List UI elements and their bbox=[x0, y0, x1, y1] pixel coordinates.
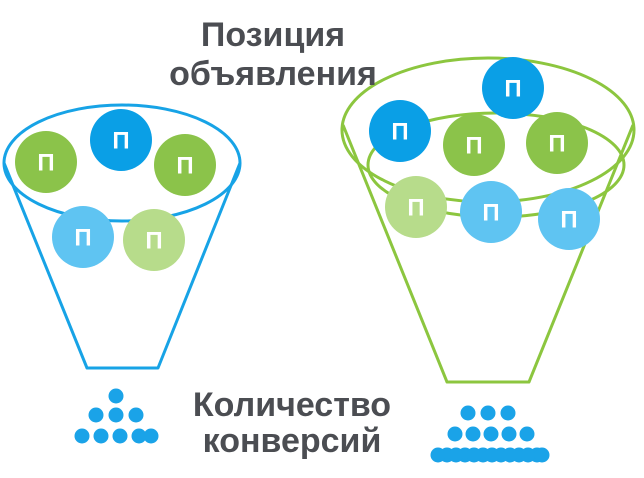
right-funnel-ad-ball: П bbox=[460, 181, 522, 243]
conversion-dots bbox=[74, 388, 550, 463]
ad-ball-letter: П bbox=[74, 225, 91, 252]
right-conversion-dot bbox=[447, 426, 463, 442]
ad-ball-circle bbox=[52, 206, 114, 268]
left-conversion-dot bbox=[88, 407, 104, 423]
ad-ball-circle bbox=[154, 134, 216, 196]
ad-ball-letter: П bbox=[482, 200, 499, 227]
right-conversion-dot bbox=[430, 447, 446, 463]
left-conversion-dot bbox=[112, 428, 128, 444]
left-funnel-ad-ball: П bbox=[123, 209, 185, 271]
right-conversion-dot bbox=[480, 405, 496, 421]
ad-ball-letter: П bbox=[176, 153, 193, 180]
ad-ball-circle bbox=[526, 112, 588, 174]
left-conversion-dot bbox=[108, 407, 124, 423]
left-conversion-dot bbox=[108, 388, 124, 404]
right-conversion-dot bbox=[534, 447, 550, 463]
right-conversion-dot bbox=[448, 447, 464, 463]
right-conversion-dot bbox=[502, 447, 518, 463]
ad-ball-letter: П bbox=[548, 131, 565, 158]
position-label-line1: Позиция bbox=[201, 16, 345, 54]
ad-ball-circle bbox=[460, 181, 522, 243]
right-funnel-ad-ball: П bbox=[443, 114, 505, 176]
ad-ball-letter: П bbox=[407, 195, 424, 222]
right-funnel-ad-ball: П bbox=[482, 57, 544, 119]
ad-ball-letter: П bbox=[465, 133, 482, 160]
left-funnel-rim bbox=[2, 103, 242, 223]
ad-ball-circle bbox=[90, 109, 152, 171]
left-conversion-dot bbox=[143, 428, 159, 444]
ad-ball-circle bbox=[123, 209, 185, 271]
ad-ball-circle bbox=[482, 57, 544, 119]
ad-ball-letter: П bbox=[112, 128, 129, 155]
right-conversion-dot bbox=[466, 447, 482, 463]
left-funnel-ad-ball: П bbox=[154, 134, 216, 196]
left-conversion-dot bbox=[93, 428, 109, 444]
ad-balls: П П П П П П П П П П П П bbox=[15, 57, 600, 271]
right-conversion-dot bbox=[465, 426, 481, 442]
ad-ball-letter: П bbox=[37, 150, 54, 177]
ad-ball-circle bbox=[538, 188, 600, 250]
ad-ball-letter: П bbox=[560, 207, 577, 234]
left-funnel-ad-ball: П bbox=[90, 109, 152, 171]
right-funnel-ad-ball: П bbox=[526, 112, 588, 174]
left-conversion-dot bbox=[74, 428, 90, 444]
left-funnel-ad-ball: П bbox=[52, 206, 114, 268]
ad-ball-circle bbox=[369, 100, 431, 162]
right-funnel-ad-ball: П bbox=[538, 188, 600, 250]
ad-ball-circle bbox=[443, 114, 505, 176]
left-funnel-ad-ball: П bbox=[15, 131, 77, 193]
ad-ball-letter: П bbox=[504, 76, 521, 103]
right-conversion-dot bbox=[484, 447, 500, 463]
right-funnel-ad-ball: П bbox=[385, 176, 447, 238]
left-funnel bbox=[2, 103, 242, 370]
ad-ball-circle bbox=[385, 176, 447, 238]
left-funnel-body bbox=[2, 162, 242, 370]
right-conversion-dot bbox=[500, 405, 516, 421]
right-conversion-dot bbox=[519, 426, 535, 442]
right-funnel-body bbox=[341, 124, 635, 384]
ad-ball-letter: П bbox=[145, 228, 162, 255]
right-conversion-dot bbox=[460, 405, 476, 421]
left-conversion-dot bbox=[128, 407, 144, 423]
conversions-label-line2: конверсий bbox=[203, 422, 382, 460]
ad-ball-letter: П bbox=[391, 119, 408, 146]
conversions-label-line1: Количество bbox=[193, 386, 391, 424]
right-conversion-dot bbox=[501, 426, 517, 442]
ad-ball-circle bbox=[15, 131, 77, 193]
left-conversion-dot bbox=[131, 428, 147, 444]
right-funnel-ad-ball: П bbox=[369, 100, 431, 162]
position-label-line2: объявления bbox=[169, 55, 377, 93]
right-conversion-dot bbox=[483, 426, 499, 442]
right-conversion-dot bbox=[520, 447, 536, 463]
